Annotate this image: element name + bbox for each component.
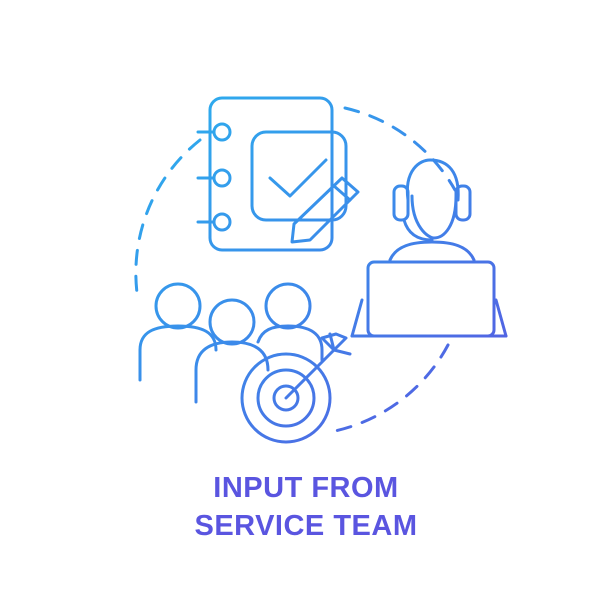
notebook-icon <box>196 96 334 252</box>
operator-headset-icon <box>388 158 476 262</box>
laptop-icon <box>350 260 508 338</box>
caption-line-2: SERVICE TEAM <box>194 510 418 542</box>
caption-line-1: INPUT FROM <box>213 472 399 504</box>
service-team-illustration <box>134 96 508 444</box>
dashed-circle-ring <box>134 106 457 434</box>
team-people-icon <box>138 282 324 404</box>
target-arrow-icon <box>240 332 352 444</box>
pencil-icon <box>290 176 360 244</box>
